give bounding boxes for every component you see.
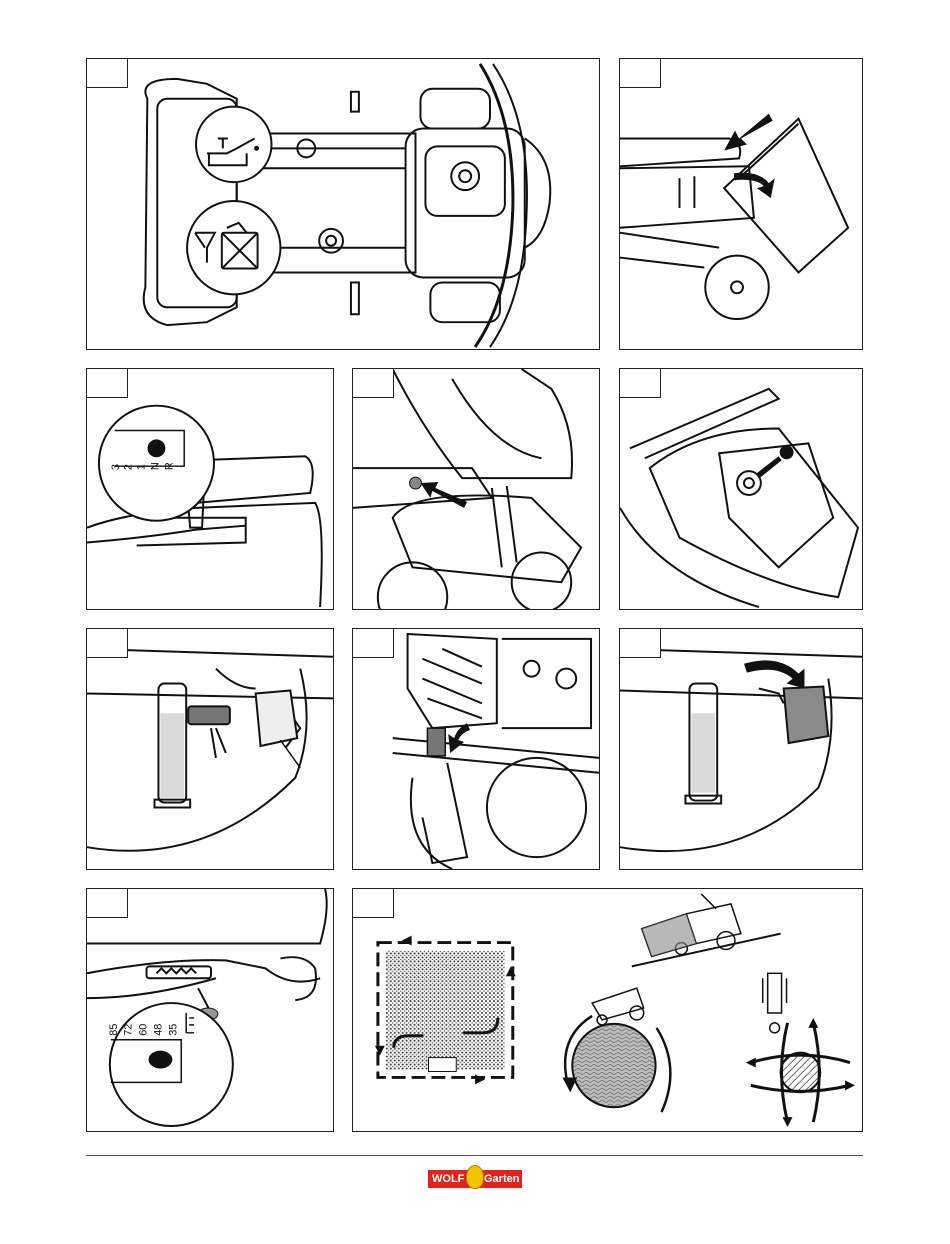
choke-lever-illustration	[353, 369, 599, 609]
gear-label-1: 1	[136, 464, 148, 470]
height-label-35: 35	[167, 1024, 179, 1036]
panel-number-badge	[620, 59, 661, 88]
panel-grass-catcher	[619, 58, 863, 350]
panel-number-badge	[620, 629, 661, 658]
logo-wolf-text: WOLF	[432, 1170, 464, 1188]
height-label-85: 85	[108, 1024, 120, 1036]
arrow-icon	[744, 660, 804, 688]
wolf-head-icon	[466, 1165, 484, 1189]
panel-engine-service	[86, 58, 600, 350]
panel-number-badge	[353, 889, 394, 918]
panel-number-badge	[353, 629, 394, 658]
engine-lever-illustration	[353, 629, 599, 869]
panel-number-badge	[87, 59, 128, 88]
panel-brake-lock	[86, 628, 334, 870]
logo-garten-text: Garten	[484, 1170, 519, 1188]
gear-label-n: N	[149, 462, 161, 470]
engine-service-illustration	[87, 59, 599, 349]
panel-ignition-key	[619, 368, 863, 610]
panel-number-badge	[87, 629, 128, 658]
panel-number-badge	[353, 369, 394, 398]
height-label-72: 72	[123, 1024, 135, 1036]
gear-label-3: 3	[110, 464, 122, 470]
wolf-garten-logo: WOLF Garten	[428, 1170, 522, 1188]
panel-number-badge	[87, 889, 128, 918]
brake-lock-illustration	[87, 629, 333, 869]
panel-cutting-height: 85 72 60 48 35	[86, 888, 334, 1132]
panel-gear-selector: 3 2 1 N R	[86, 368, 334, 610]
height-label-60: 60	[138, 1024, 150, 1036]
brake-pedal-illustration	[620, 629, 862, 869]
panel-mowing-patterns	[352, 888, 863, 1132]
gear-label-2: 2	[123, 464, 135, 470]
cutting-height-illustration: 85 72 60 48 35	[87, 889, 333, 1131]
ignition-key-illustration	[620, 369, 862, 609]
key-icon	[757, 445, 794, 477]
arrow-icon	[724, 114, 775, 198]
panel-brake-pedal	[619, 628, 863, 870]
grass-catcher-illustration	[620, 59, 862, 349]
panel-engine-lever	[352, 628, 600, 870]
panel-number-badge	[87, 369, 128, 398]
gear-label-r: R	[163, 462, 175, 470]
gear-selector-illustration: 3 2 1 N R	[87, 369, 333, 609]
mowing-patterns-illustration	[353, 889, 862, 1131]
panel-number-badge	[620, 369, 661, 398]
panel-choke-lever	[352, 368, 600, 610]
footer-divider	[86, 1155, 863, 1156]
height-label-48: 48	[152, 1024, 164, 1036]
